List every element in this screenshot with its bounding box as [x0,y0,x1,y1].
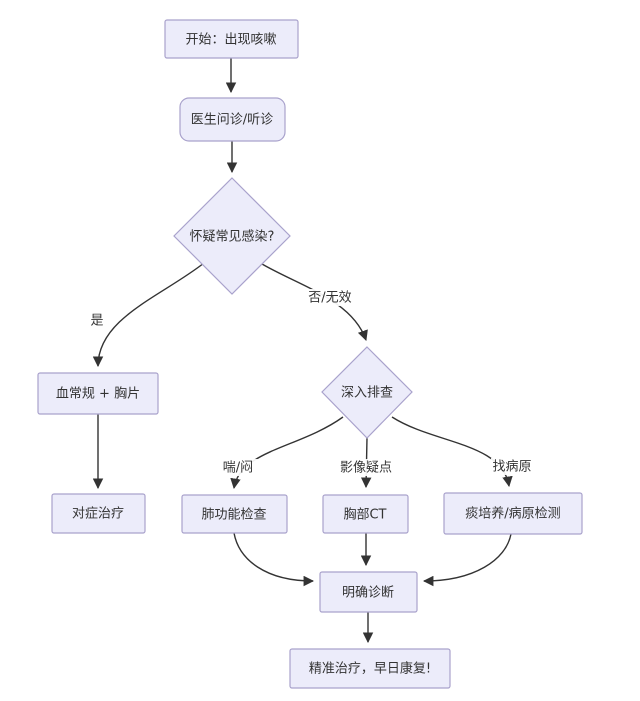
node-consult: 医生问诊/听诊 [179,97,286,142]
nodes: 开始：出现咳嗽 医生问诊/听诊 怀疑常见感染? 血常规 + 胸片 对症治疗 [37,19,583,689]
node-symptomatic-treatment-shape [51,493,146,534]
node-start-shape [164,19,299,59]
node-precise-treatment-label: 精准治疗，早日康复! [309,661,431,677]
node-precise-treatment: 精准治疗，早日康复! [289,648,451,689]
edge-labels: 是 否/无效 喘/闷 影像疑点 找病原 [87,289,533,476]
edge-label-find-pathogen: 找病原 [492,460,531,475]
node-symptomatic-treatment-label: 对症治疗 [72,507,124,522]
node-confirmed-diagnosis-label: 明确诊断 [342,586,394,601]
node-sputum-culture-label: 痰培养/病原检测 [465,506,560,522]
edge-suspect-yes-to-blood-xray [92,262,205,368]
node-suspect-infection-shape [173,177,291,295]
node-blood-xray: 血常规 + 胸片 [37,372,159,415]
node-blood-xray-shape [37,372,159,415]
node-lung-function: 肺功能检查 [181,494,288,534]
node-lung-function-label: 肺功能检查 [201,508,266,523]
node-symptomatic-treatment: 对症治疗 [51,493,146,534]
node-sputum-culture-shape [443,492,583,535]
edge-deep-to-lung-function [230,416,344,490]
edge-sputum-culture-to-diagnosis [422,533,512,587]
node-sputum-culture: 痰培养/病原检测 [443,492,583,535]
node-consult-label: 医生问诊/听诊 [191,113,273,128]
node-suspect-infection: 怀疑常见感染? [173,177,291,295]
node-lung-function-shape [181,494,288,534]
edge-deep-to-sputum-culture [391,416,513,488]
edge-label-yes: 是 [90,314,103,329]
edge-label-bg-yes [87,312,107,329]
node-suspect-infection-label: 怀疑常见感染? [190,229,275,245]
node-start: 开始：出现咳嗽 [164,19,299,59]
edge-label-bg-wheeze [213,459,263,476]
node-deep-investigation-shape [321,346,413,439]
node-blood-xray-label: 血常规 + 胸片 [56,387,140,402]
edge-label-no-ineffective: 否/无效 [308,291,351,306]
edge-label-wheeze: 喘/闷 [223,460,253,476]
node-precise-treatment-shape [289,648,451,689]
node-chest-ct-label: 胸部CT [343,508,386,523]
edge-label-bg-pathogen [491,458,533,475]
node-confirmed-diagnosis-shape [319,571,418,613]
edge-label-imaging-suspicion: 影像疑点 [340,460,392,476]
node-start-label: 开始：出现咳嗽 [185,33,276,48]
edge-label-bg-imaging [339,459,393,476]
node-chest-ct-shape [322,494,409,534]
edge-label-bg-no [304,289,356,306]
edge-lung-function-to-diagnosis [233,532,315,587]
node-consult-shape [179,97,286,142]
node-confirmed-diagnosis: 明确诊断 [319,571,418,613]
edges [92,58,513,644]
node-deep-investigation-label: 深入排查 [341,386,393,401]
node-chest-ct: 胸部CT [322,494,409,534]
node-deep-investigation: 深入排查 [321,346,413,439]
